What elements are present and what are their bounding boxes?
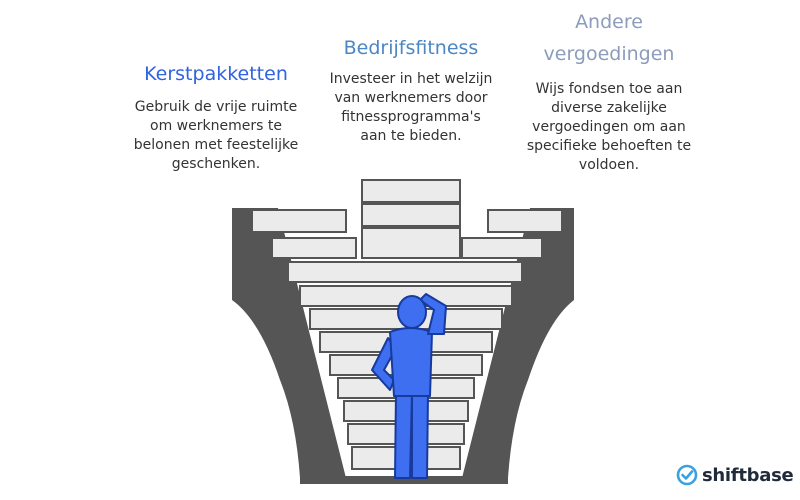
kerstpakketten-line-3: belonen met feestelijke: [133, 137, 299, 153]
stair-step: [287, 261, 523, 283]
kerstpakketten-line-4: geschenken.: [171, 156, 261, 172]
check-circle-icon: [676, 464, 698, 486]
andere-vergoedingen-line-1: Wijs fondsen toe aan: [535, 81, 683, 97]
column-andere-vergoedingen: Andere vergoedingen Wijs fondsen toe aan…: [518, 10, 700, 175]
kerstpakketten-title: Kerstpakketten: [144, 63, 288, 85]
stair-wall-left: [232, 208, 346, 478]
andere-vergoedingen-line-4: specifieke behoeften te: [526, 138, 692, 154]
bedrijfsfitness-title: Bedrijfsfitness: [343, 37, 479, 59]
center-block-step: [361, 203, 461, 227]
bedrijfsfitness-line-4: aan te bieden.: [360, 128, 462, 144]
kerstpakketten-line-2: om werknemers te: [150, 118, 282, 134]
column-bedrijfsfitness: Bedrijfsfitness Investeer in het welzijn…: [318, 36, 504, 146]
andere-vergoedingen-title-line-2: vergoedingen: [543, 43, 675, 65]
brand-name: shiftbase: [702, 464, 794, 486]
bedrijfsfitness-line-1: Investeer in het welzijn: [329, 71, 493, 87]
stair-step: [271, 237, 357, 259]
center-block-step: [361, 227, 461, 259]
andere-vergoedingen-title-line-1: Andere: [575, 11, 643, 33]
bedrijfsfitness-line-3: fitnessprogramma's: [341, 109, 481, 125]
person-figure: [371, 293, 447, 479]
center-stair-block: [361, 179, 461, 259]
stair-step: [251, 209, 347, 233]
stair-step: [461, 237, 543, 259]
person-head: [397, 295, 427, 329]
kerstpakketten-line-1: Gebruik de vrije ruimte: [134, 99, 298, 115]
column-kerstpakketten: Kerstpakketten Gebruik de vrije ruimte o…: [118, 62, 314, 174]
stair-base: [300, 476, 508, 484]
andere-vergoedingen-line-3: vergoedingen om aan: [532, 119, 686, 135]
center-block-step: [361, 179, 461, 203]
person-right-arm: [419, 293, 447, 335]
person-left-leg: [394, 391, 413, 479]
person-right-leg: [411, 391, 429, 479]
andere-vergoedingen-line-2: diverse zakelijke: [551, 100, 667, 116]
andere-vergoedingen-line-5: voldoen.: [578, 157, 640, 173]
brand-logo: shiftbase: [676, 464, 794, 486]
stair-wall-right: [462, 208, 574, 478]
stair-step: [487, 209, 563, 233]
person-torso: [389, 327, 433, 397]
bedrijfsfitness-line-2: van werknemers door: [334, 90, 488, 106]
